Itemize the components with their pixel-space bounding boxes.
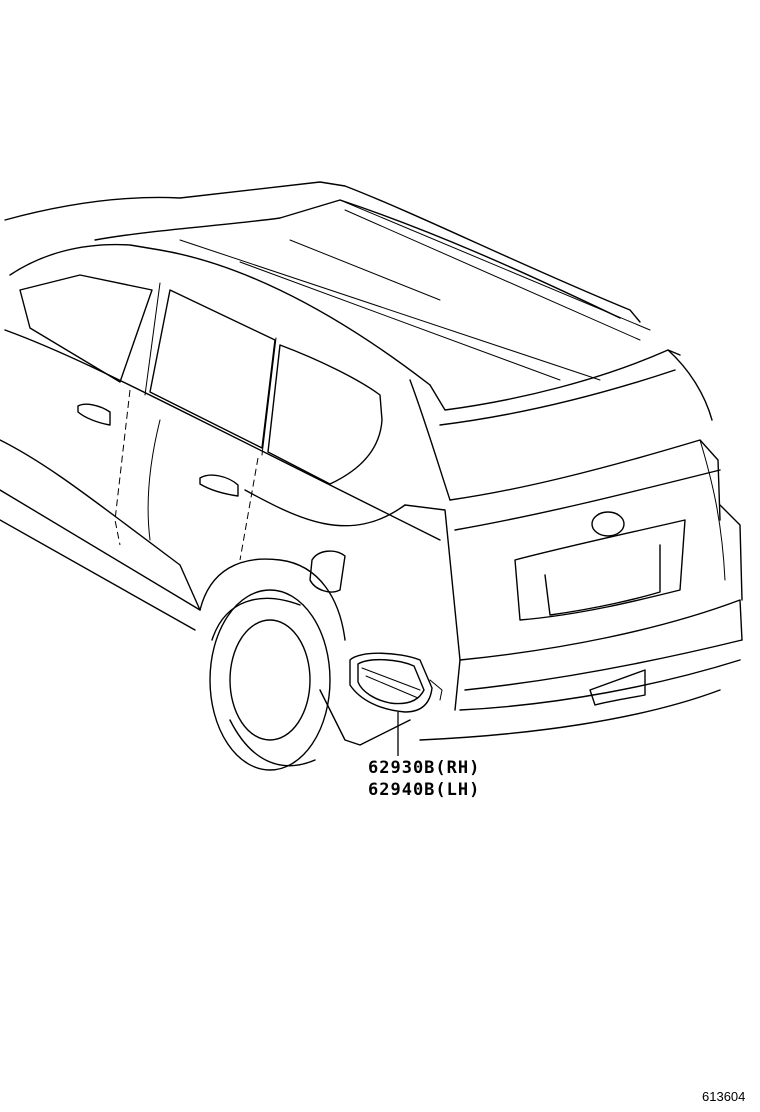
vehicle-body-outline [0,181,713,631]
door-handles [77,403,239,497]
highlighted-part [349,652,443,713]
mudflap [319,689,411,746]
door-seams [114,389,259,561]
diagram-id-label: 613604 [702,1089,746,1104]
rear-bumper [419,504,743,741]
part-number-lh: 62940B(LH) [368,780,481,800]
rear-quarter-panel [199,379,461,711]
part-number-rh: 62930B(RH) [368,758,481,778]
side-windows [19,274,383,485]
rear-wheel [209,589,331,771]
rear-hatch [449,439,726,621]
